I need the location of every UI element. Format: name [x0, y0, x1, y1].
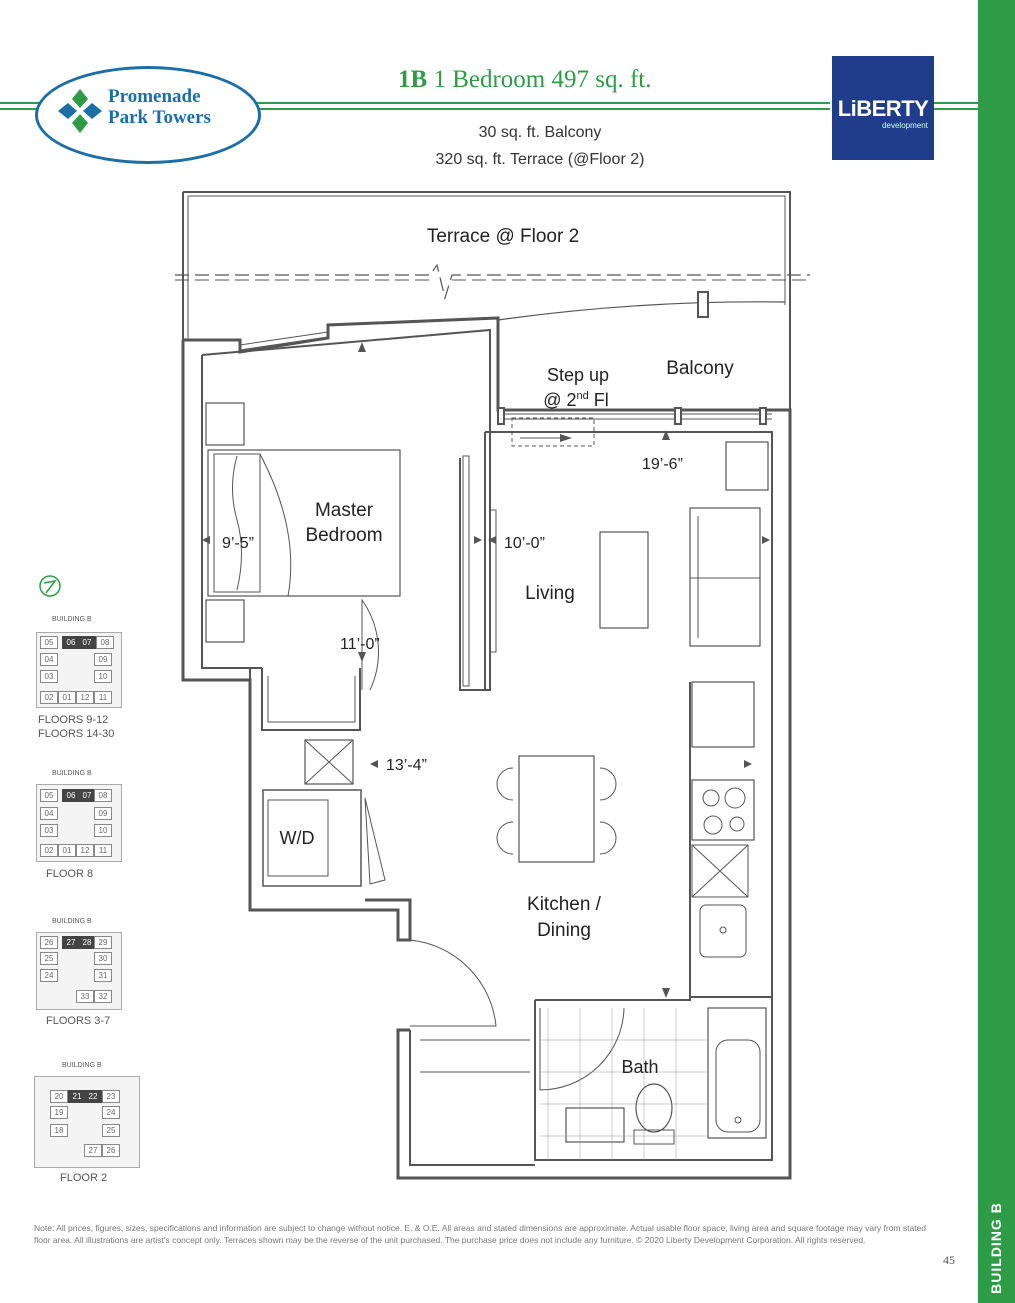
north-arrow-icon	[39, 575, 61, 597]
keyplan-unit: 02	[40, 844, 58, 857]
keyplan-unit: 06	[62, 789, 80, 802]
keyplan-unit: 11	[94, 844, 112, 857]
keyplan-unit: 04	[40, 807, 58, 820]
keyplan-unit: 02	[40, 691, 58, 704]
header-rule-mid-2	[255, 108, 830, 110]
keyplan-unit: 30	[94, 952, 112, 965]
dim-bedroom-width: 9’-5”	[222, 535, 255, 552]
unit-summary: 1 Bedroom 497 sq. ft.	[433, 66, 652, 93]
keyplan-unit: 21	[68, 1090, 86, 1103]
page-number: 45	[943, 1253, 955, 1267]
keyplan-unit: 09	[94, 653, 112, 666]
washer-dryer-label: W/D	[279, 828, 315, 848]
dim-balcony-width: 19’-6”	[642, 456, 683, 473]
keyplan-unit: 18	[50, 1124, 68, 1137]
header-rule-left-2	[0, 108, 40, 110]
terrace-area: 320 sq. ft. Terrace (@Floor 2)	[435, 151, 645, 168]
keyplan-unit: 08	[94, 789, 112, 802]
balcony-area: 30 sq. ft. Balcony	[478, 124, 602, 141]
keyplan-unit: 10	[94, 824, 112, 837]
dim-bedroom-length: 11’-0”	[340, 636, 380, 653]
dim-kitchen-length: 13’-4”	[386, 757, 427, 774]
bath-label: Bath	[621, 1057, 659, 1077]
keyplan-unit: 01	[58, 691, 76, 704]
step-up-floor: @ 2nd Fl	[543, 390, 609, 410]
keyplan-unit: 01	[58, 844, 76, 857]
keyplan-unit: 29	[94, 936, 112, 949]
kitchen-label-2: Dining	[537, 920, 591, 941]
brand-name-line2: Park Towers	[108, 107, 211, 128]
bedroom-label-1: Master	[314, 500, 374, 521]
keyplan-unit: 22	[84, 1090, 102, 1103]
keyplan-unit: 12	[76, 844, 94, 857]
header-rule-right-2	[934, 108, 978, 110]
keyplan-unit: 11	[94, 691, 112, 704]
keyplan-unit: 24	[102, 1106, 120, 1119]
keyplan-floor-2: BUILDING B 20 21 22 23 19 24 18 25 27 26…	[30, 1062, 140, 1187]
unit-title: 1B 1 Bedroom 497 sq. ft.	[398, 66, 651, 94]
keyplan-unit: 26	[40, 936, 58, 949]
keyplan-unit: 05	[40, 636, 58, 649]
unit-code: 1B	[398, 66, 428, 93]
developer-sub: development	[882, 121, 928, 130]
developer-logo: LiBERTY development	[832, 56, 934, 160]
brand-name-line1: Promenade	[108, 86, 201, 107]
keyplan-unit: 07	[78, 636, 96, 649]
balcony-label: Balcony	[666, 358, 734, 379]
dim-living-width: 10’-0”	[504, 535, 545, 552]
header-rule-mid	[255, 102, 830, 104]
keyplan-unit: 25	[102, 1124, 120, 1137]
developer-name: LiBERTY	[837, 96, 929, 121]
disclaimer-note: Note: All prices, figures, sizes, specif…	[34, 1223, 927, 1245]
keyplan-unit: 08	[96, 636, 114, 649]
keyplan-unit: 33	[76, 990, 94, 1003]
keyplan-unit: 20	[50, 1090, 68, 1103]
bedroom-label-2: Bedroom	[305, 525, 383, 546]
step-up-label: Step up	[546, 365, 610, 385]
keyplan-unit: 09	[94, 807, 112, 820]
keyplan-unit: 25	[40, 952, 58, 965]
keyplan-floors-9-12: BUILDING B 05 06 07 08 04 09 03 10 02 01…	[30, 616, 130, 746]
keyplan-unit: 24	[40, 969, 58, 982]
brand-logo	[35, 66, 261, 164]
side-bar-label: BUILDING B	[987, 1202, 1004, 1294]
header-rule-right	[934, 102, 978, 104]
keyplan-unit: 03	[40, 824, 58, 837]
header-rule-left	[0, 102, 40, 104]
terrace-label: Terrace @ Floor 2	[426, 226, 580, 247]
keyplan-unit: 03	[40, 670, 58, 683]
keyplan-unit: 32	[94, 990, 112, 1003]
keyplan-unit: 19	[50, 1106, 68, 1119]
keyplan-unit: 06	[62, 636, 80, 649]
keyplan-floor-8: BUILDING B 05 06 07 08 04 09 03 10 02 01…	[30, 770, 130, 885]
keyplan-unit: 23	[102, 1090, 120, 1103]
living-label: Living	[525, 583, 575, 604]
side-bar	[978, 0, 1015, 1303]
keyplan-unit: 10	[94, 670, 112, 683]
keyplan-floors-3-7: BUILDING B 26 27 28 29 25 30 24 31 33 32…	[30, 918, 130, 1033]
keyplan-unit: 31	[94, 969, 112, 982]
keyplan-unit: 26	[102, 1144, 120, 1157]
keyplan-unit: 05	[40, 789, 58, 802]
brand-emblem-icon	[58, 89, 102, 133]
kitchen-label-1: Kitchen /	[527, 894, 601, 915]
keyplan-unit: 12	[76, 691, 94, 704]
keyplan-unit: 27	[84, 1144, 102, 1157]
floor-plan	[175, 191, 810, 1180]
keyplan-unit: 04	[40, 653, 58, 666]
